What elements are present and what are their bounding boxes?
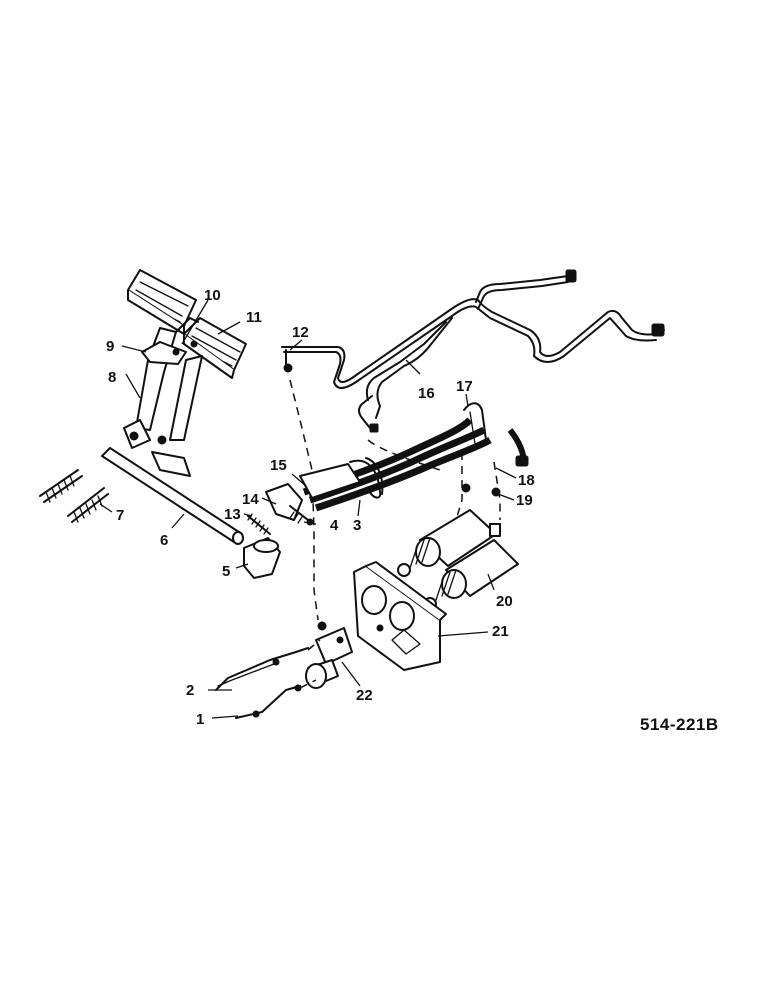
callout-3: 3 bbox=[353, 517, 361, 534]
spring-13 bbox=[247, 513, 271, 535]
brake-tube-16 bbox=[281, 269, 665, 433]
tube-fitting-12 bbox=[283, 349, 293, 373]
callout-21: 21 bbox=[492, 623, 509, 640]
master-cylinders-20 bbox=[397, 509, 519, 611]
callout-14: 14 bbox=[242, 491, 259, 508]
leader-lines bbox=[99, 299, 517, 719]
callout-2: 2 bbox=[186, 682, 194, 699]
callout-12: 12 bbox=[292, 324, 309, 341]
alignment-line-12-22 bbox=[289, 379, 319, 621]
callout-11: 11 bbox=[246, 309, 262, 326]
callout-16: 16 bbox=[418, 385, 435, 402]
callout-18: 18 bbox=[518, 472, 535, 489]
callout-19: 19 bbox=[516, 492, 533, 509]
dash-hose-route bbox=[367, 439, 441, 471]
callout-8: 8 bbox=[108, 369, 116, 386]
callout-20: 20 bbox=[496, 593, 513, 610]
pedal-shaft-6 bbox=[101, 447, 244, 545]
callout-5: 5 bbox=[222, 563, 230, 580]
hydraulic-hoses-3 bbox=[299, 402, 529, 512]
callout-6: 6 bbox=[160, 532, 168, 549]
reference-code: 514-221B bbox=[640, 715, 719, 734]
callout-9: 9 bbox=[106, 338, 114, 355]
brake-pedals bbox=[123, 269, 247, 477]
callout-4: 4 bbox=[330, 517, 339, 534]
boot-5 bbox=[243, 537, 281, 579]
callout-7: 7 bbox=[116, 507, 124, 524]
callout-10: 10 bbox=[204, 287, 221, 304]
callout-22: 22 bbox=[356, 687, 373, 704]
callout-1: 1 bbox=[196, 711, 204, 728]
mounting-bracket-21 bbox=[353, 561, 447, 671]
callout-17: 17 bbox=[456, 378, 473, 395]
callout-labels: 1 2 3 4 5 6 7 8 9 10 11 12 13 14 15 16 1… bbox=[106, 287, 535, 728]
dash-wires bbox=[299, 639, 321, 689]
dash-17-20a bbox=[455, 452, 463, 521]
callout-15: 15 bbox=[270, 457, 287, 474]
callout-13: 13 bbox=[224, 506, 241, 523]
return-springs-7 bbox=[39, 469, 109, 523]
switch-wires-1-2 bbox=[215, 647, 309, 719]
switch-bracket-22 bbox=[305, 621, 353, 689]
